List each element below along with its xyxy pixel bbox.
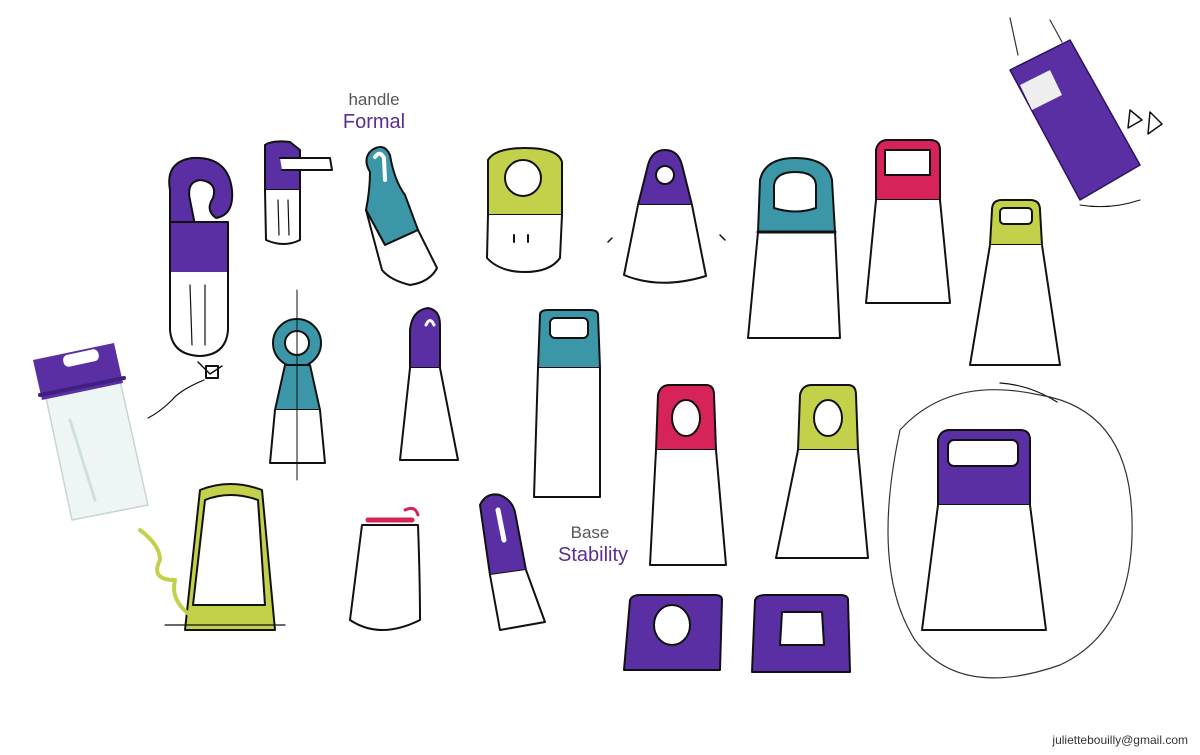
bottle-sketch-teal-loop — [747, 157, 841, 339]
label-stability: Stability — [558, 544, 628, 566]
bottle-sketch-side-handle — [264, 140, 333, 245]
bottle-sketch-lime-small-top — [969, 199, 1061, 403]
bottle-sketch-lime-strap — [138, 483, 286, 631]
label-handle: handle — [348, 90, 399, 109]
bottle-sketch-purple-hole — [607, 149, 726, 284]
bottle-sketch-teal-tilted — [365, 145, 438, 286]
bottle-sketch-teal-rect-top — [533, 309, 601, 498]
author-email: juliettebouilly@gmail.com — [1052, 733, 1188, 747]
bottle-sketch-magenta-lower — [649, 384, 727, 566]
bottle-sketch-magenta-top — [865, 139, 951, 304]
cap-closeup-round-hole — [623, 594, 723, 671]
bottle-sketch-purple-hook — [399, 307, 459, 461]
cap-closeup-square-hole — [751, 594, 851, 673]
label-base: Base — [571, 523, 610, 542]
bottle-sketch-hook-purple — [147, 156, 234, 419]
bottle-sketch-purple-tilted-slot — [479, 493, 546, 631]
label-formal: Formal — [343, 111, 405, 133]
rendered-purple-bottle-tilted — [1009, 17, 1163, 208]
bottle-final-concept-circled — [887, 389, 1133, 679]
bottle-sketch-teal-ring — [269, 289, 326, 481]
bottle-sketch-lime-lower — [775, 384, 869, 559]
rendered-clear-bottle — [33, 343, 149, 521]
bottle-sketch-lime-rounded — [486, 147, 563, 273]
bottle-sketch-pink-strap — [349, 506, 421, 631]
